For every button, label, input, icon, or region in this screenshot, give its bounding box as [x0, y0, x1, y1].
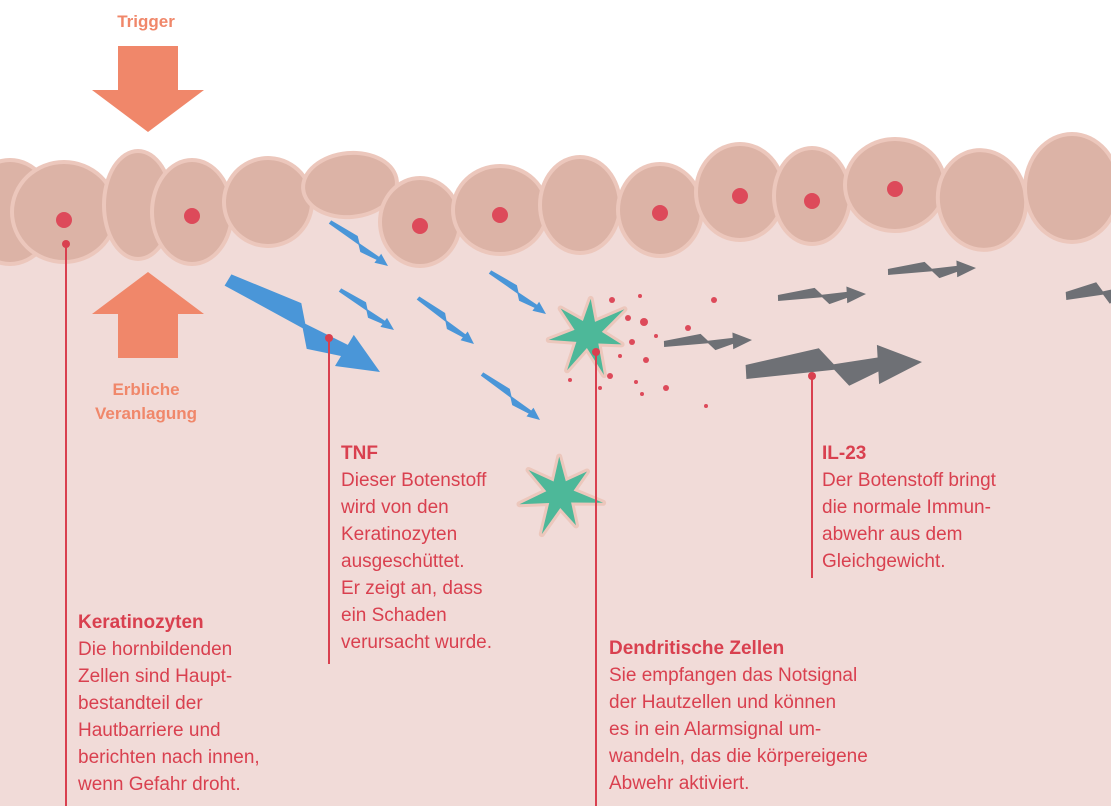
cell-nucleus	[492, 207, 508, 223]
signal-particle	[711, 297, 717, 303]
il23-annotation: IL-23 Der Botenstoff bringt die normale …	[822, 440, 1062, 575]
signal-particle	[638, 294, 642, 298]
signal-particle	[654, 334, 658, 338]
tnf-title: TNF	[341, 440, 541, 467]
dendritic-leader-dot	[592, 348, 600, 356]
signal-particle	[640, 318, 648, 326]
keratinocytes-leader-dot	[62, 240, 70, 248]
keratinocyte-cell	[616, 162, 704, 258]
cell-body	[542, 159, 618, 251]
cell-nucleus	[732, 188, 748, 204]
signal-particle	[704, 404, 708, 408]
signal-particle	[618, 354, 622, 358]
cell-nucleus	[652, 205, 668, 221]
dendritic-text: Sie empfangen das Notsignal der Hautzell…	[609, 662, 929, 797]
dendritic-annotation: Dendritische Zellen Sie empfangen das No…	[609, 635, 929, 797]
signal-particle	[607, 373, 613, 379]
signal-particle	[598, 386, 602, 390]
cell-nucleus	[56, 212, 72, 228]
keratinocyte-cell	[451, 164, 549, 256]
signal-particle	[663, 385, 669, 391]
signal-particle	[643, 357, 649, 363]
signal-particle	[609, 297, 615, 303]
keratinocytes-text: Die hornbildenden Zellen sind Haupt- bes…	[78, 636, 308, 798]
heredity-label: Erbliche Veranlagung	[66, 378, 226, 426]
keratinocyte-cell	[843, 137, 947, 233]
signal-particle	[568, 378, 572, 382]
signal-particle	[685, 325, 691, 331]
keratinocyte-cell	[772, 146, 852, 246]
tnf-annotation: TNF Dieser Botenstoff wird von den Kerat…	[341, 440, 541, 656]
signal-particle	[629, 339, 635, 345]
keratinocyte-cell	[150, 158, 234, 266]
trigger-arrow-icon	[92, 46, 204, 132]
il23-text: Der Botenstoff bringt die normale Immun-…	[822, 467, 1062, 575]
dendritic-title: Dendritische Zellen	[609, 635, 929, 662]
cell-nucleus	[804, 193, 820, 209]
il23-title: IL-23	[822, 440, 1062, 467]
keratinocyte-cell	[378, 176, 462, 268]
keratinocyte-cell	[538, 155, 622, 255]
cell-nucleus	[887, 181, 903, 197]
tnf-text: Dieser Botenstoff wird von den Keratinoz…	[341, 467, 541, 656]
cell-nucleus	[412, 218, 428, 234]
keratinocytes-annotation: Keratinozyten Die hornbildenden Zellen s…	[78, 609, 308, 798]
tnf-leader-dot	[325, 334, 333, 342]
il23-leader-dot	[808, 372, 816, 380]
keratinocyte-cell	[10, 160, 118, 264]
cell-nucleus	[184, 208, 200, 224]
signal-particle	[640, 392, 644, 396]
signal-particle	[634, 380, 638, 384]
signal-particle	[625, 315, 631, 321]
keratinocytes-title: Keratinozyten	[78, 609, 308, 636]
trigger-label: Trigger	[96, 10, 196, 34]
